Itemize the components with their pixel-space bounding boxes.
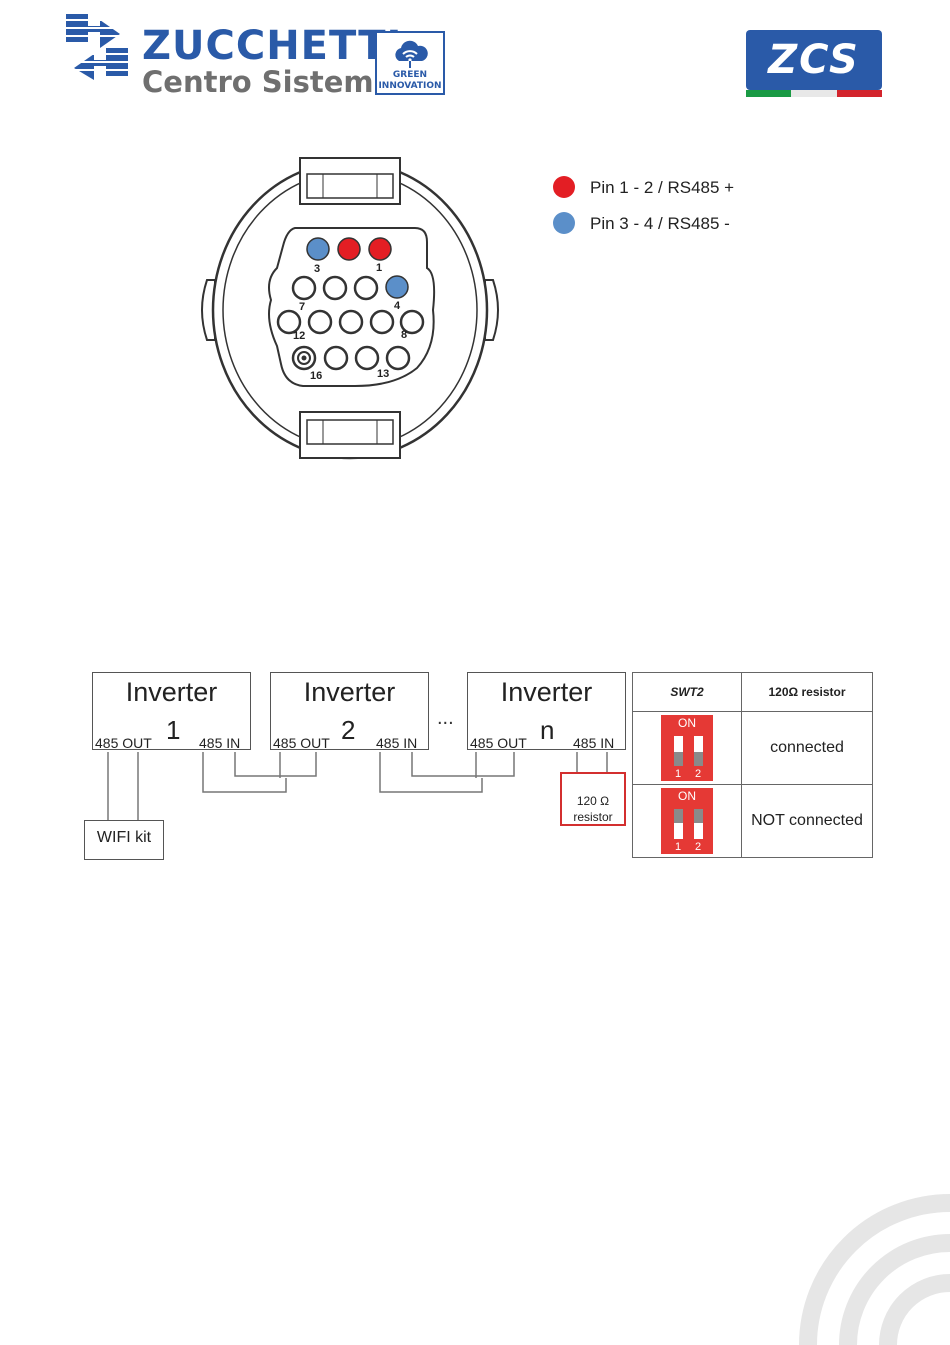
table-row: ON 1 2 NOT connected — [633, 785, 873, 858]
pin-14 — [356, 347, 378, 369]
pin-13 — [387, 347, 409, 369]
rs485-wiring-lines — [80, 748, 640, 820]
state-not-connected: NOT connected — [742, 785, 873, 858]
dip-on-label: ON — [661, 790, 713, 802]
brand-name: ZUCCHETTI — [142, 26, 402, 66]
legend-dot-blue — [553, 212, 575, 234]
inverter-2-box: Inverter 2 485 OUT 485 IN — [270, 672, 429, 750]
inverter-2-485-out: 485 OUT — [273, 736, 330, 750]
pin-3 — [307, 238, 329, 260]
pin-10 — [340, 311, 362, 333]
pin-label-8: 8 — [401, 330, 407, 341]
inverter-1-485-out: 485 OUT — [95, 736, 152, 750]
brand-subtitle: Centro Sistemi — [142, 68, 384, 97]
swt2-table: SWT2 120Ω resistor ON 1 2 connected ON 1… — [632, 672, 873, 858]
connector-diagram — [195, 150, 505, 468]
inverter-n-title: Inverter — [468, 679, 625, 706]
pin-15 — [325, 347, 347, 369]
inverter-1-title: Inverter — [93, 679, 250, 706]
dip-on-label: ON — [661, 717, 713, 729]
inverter-2-485-in: 485 IN — [376, 736, 417, 750]
dip-slot-1 — [674, 736, 683, 766]
resistor-value: 120 Ω — [562, 795, 624, 807]
dip-num-1: 1 — [675, 842, 681, 853]
cloud-wifi-icon — [391, 37, 429, 69]
connector-bottom-latch — [300, 412, 400, 458]
dip-cell-connected: ON 1 2 — [633, 712, 742, 785]
terminating-resistor-box: 120 Ω resistor — [560, 772, 626, 826]
swt2-table-header: SWT2 120Ω resistor — [633, 673, 873, 712]
pin-label-7: 7 — [299, 302, 305, 313]
legend-dot-red — [553, 176, 575, 198]
header-swt2: SWT2 — [633, 673, 742, 712]
badge-line2: INNOVATION — [377, 82, 443, 91]
zucchetti-logo: ZUCCHETTI Centro Sistemi GREEN INNOVATIO… — [62, 12, 462, 104]
dip-num-1: 1 — [675, 769, 681, 780]
inverter-1-box: Inverter 1 485 OUT 485 IN — [92, 672, 251, 750]
pin-label-12: 12 — [293, 331, 305, 342]
legend-label-rs485-plus: Pin 1 - 2 / RS485 + — [590, 177, 734, 199]
dip-switch-not-connected: ON 1 2 — [661, 788, 713, 854]
inverter-n-box: Inverter n 485 OUT 485 IN — [467, 672, 626, 750]
pin-1 — [369, 238, 391, 260]
dip-slot-2 — [694, 736, 703, 766]
wifi-kit-box: WIFI kit — [84, 820, 164, 860]
pin-11 — [309, 311, 331, 333]
inverter-1-485-in: 485 IN — [199, 736, 240, 750]
inverter-n-485-out: 485 OUT — [470, 736, 527, 750]
pin-label-13: 13 — [377, 369, 389, 380]
green-innovation-badge: GREEN INNOVATION — [375, 31, 445, 95]
legend-label-rs485-minus: Pin 3 - 4 / RS485 - — [590, 213, 730, 235]
decorative-arcs-icon — [790, 1185, 950, 1345]
header-resistor: 120Ω resistor — [742, 673, 873, 712]
pin-7 — [293, 277, 315, 299]
dip-num-2: 2 — [695, 842, 701, 853]
dip-switch-connected: ON 1 2 — [661, 715, 713, 781]
inverter-1-number: 1 — [166, 717, 180, 743]
more-inverters-ellipsis: ... — [437, 708, 454, 728]
resistor-label: resistor — [562, 811, 624, 823]
pin-2 — [338, 238, 360, 260]
pin-label-3: 3 — [314, 264, 320, 275]
dip-slot-1 — [674, 809, 683, 839]
badge-line1: GREEN — [377, 71, 443, 80]
inverter-n-485-in: 485 IN — [573, 736, 614, 750]
pin-label-4: 4 — [394, 301, 400, 312]
inverter-2-title: Inverter — [271, 679, 428, 706]
zcs-logo: ZCS — [746, 30, 882, 98]
zucchetti-arrows-icon — [62, 12, 132, 82]
zcs-logo-text: ZCS — [746, 30, 882, 90]
dip-cell-not-connected: ON 1 2 — [633, 785, 742, 858]
pin-9 — [371, 311, 393, 333]
dip-num-2: 2 — [695, 769, 701, 780]
state-connected: connected — [742, 712, 873, 785]
inverter-n-number: n — [540, 717, 554, 743]
pin-label-16: 16 — [310, 371, 322, 382]
pin-label-1: 1 — [376, 263, 382, 274]
table-row: ON 1 2 connected — [633, 712, 873, 785]
pin-5 — [355, 277, 377, 299]
dip-slot-2 — [694, 809, 703, 839]
connector-top-latch — [300, 158, 400, 204]
pin-4 — [386, 276, 408, 298]
inverter-2-number: 2 — [341, 717, 355, 743]
pin-6 — [324, 277, 346, 299]
